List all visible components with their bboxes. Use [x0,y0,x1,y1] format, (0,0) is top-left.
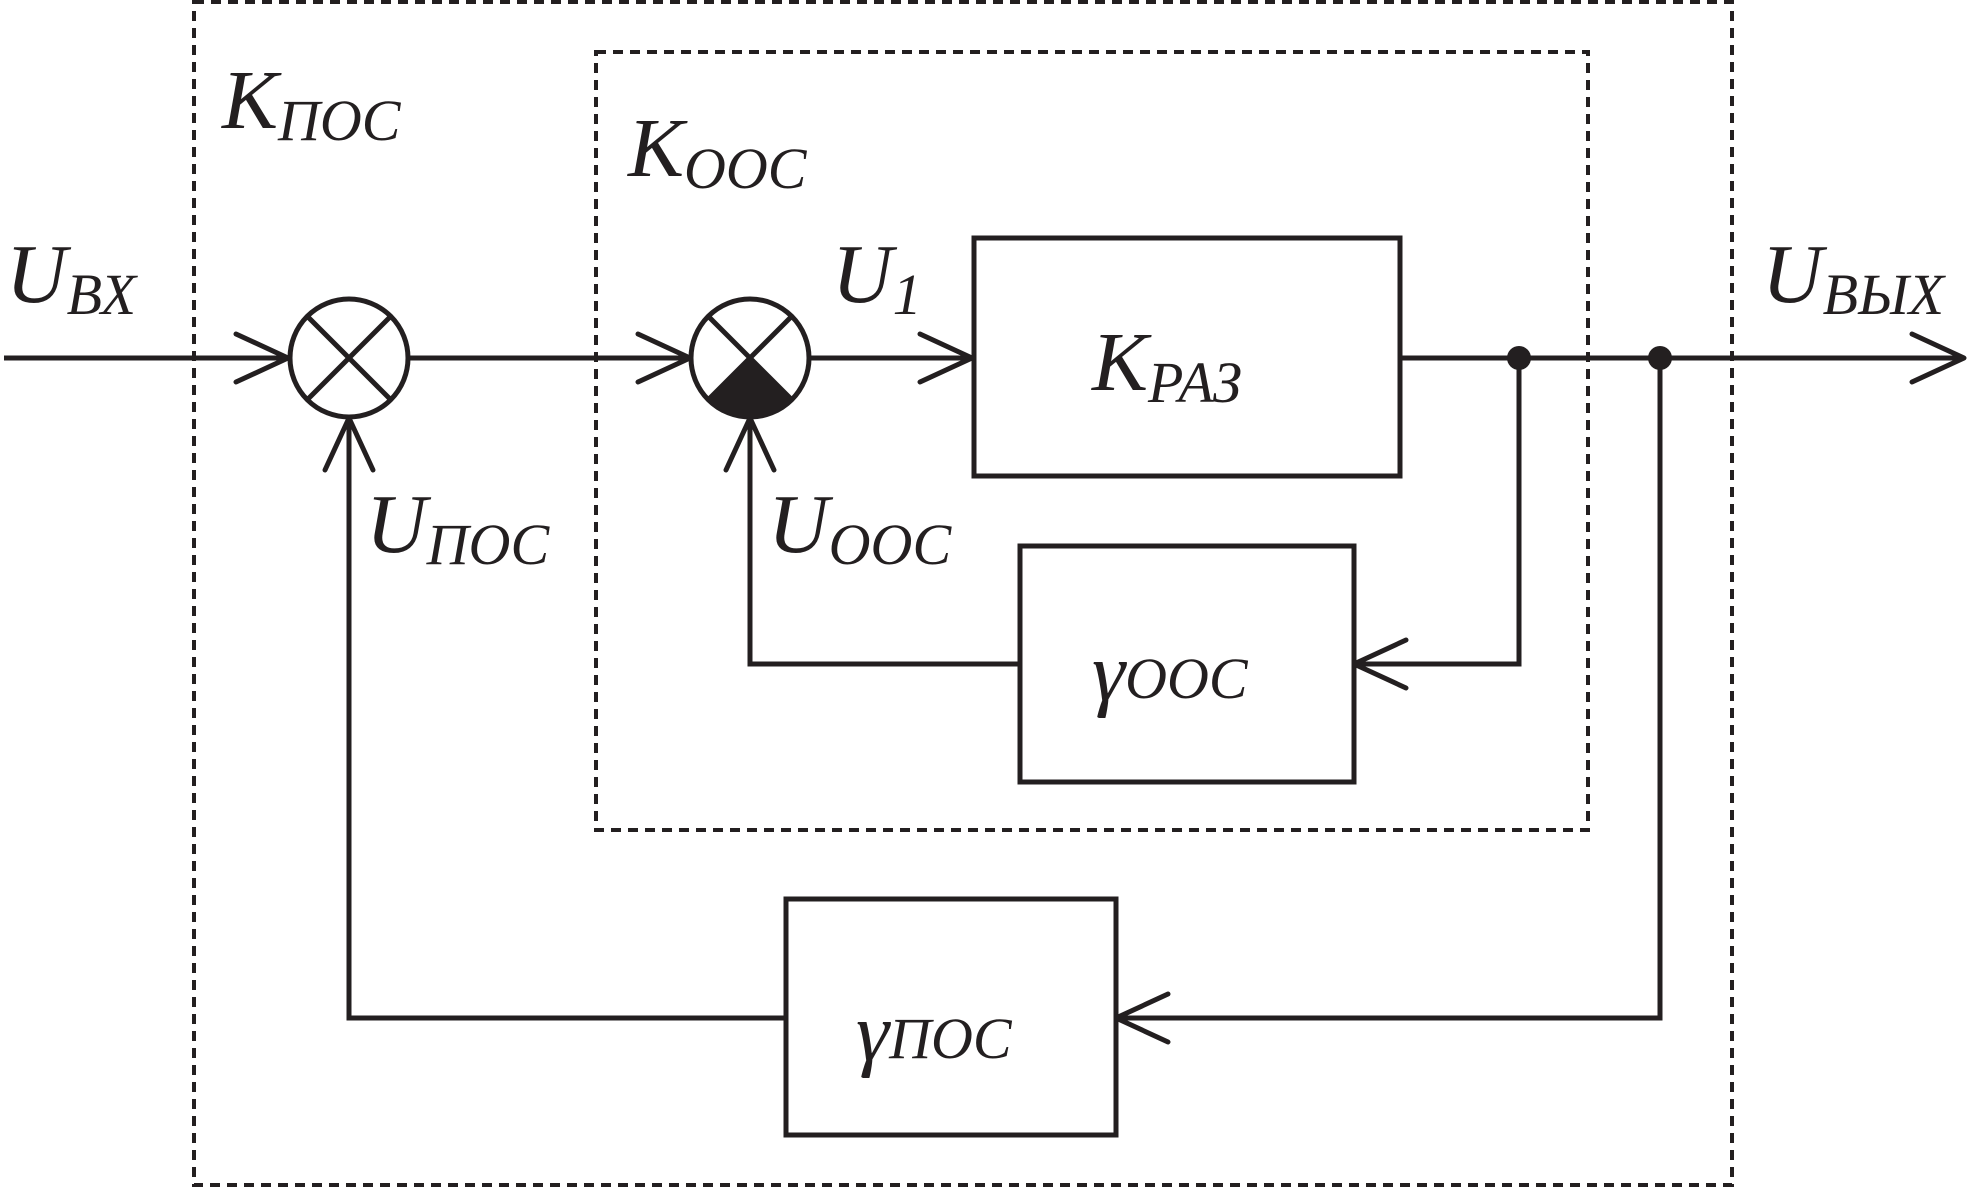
u-oos-label: UООС [768,478,952,577]
k-oos-label: KООС [627,102,808,201]
u-1-label: U1 [832,228,922,327]
summing-junction-inner [688,296,812,420]
negative-feedback-return-wire [747,418,1020,667]
positive-feedback-wire [1116,358,1663,1021]
gamma-oos-block [1017,543,1357,785]
k-pos-label: KПОС [221,54,402,153]
u-vx-label: UВХ [6,228,139,327]
inner-loop-boundary [594,50,1590,832]
outer-loop-boundary [192,0,1734,1187]
negative-feedback-wire [1354,358,1522,667]
gamma-pos-block [783,896,1119,1138]
gamma-oos-label: γООС [1092,626,1249,719]
k-raz-label: KРАЗ [1091,316,1242,415]
u-vyx-label: UВЫХ [1762,228,1947,327]
k-raz-block [971,235,1403,479]
output-arrowhead [1909,331,1967,385]
junction-dot-inner [1507,346,1531,370]
positive-feedback-return-wire [346,418,786,1021]
gamma-pos-label: γПОС [856,986,1013,1079]
u-pos-label: UПОС [366,478,550,577]
inverting-input-sector [708,358,792,418]
junction-dot-outer [1648,346,1672,370]
summing-junction-outer [287,296,411,420]
